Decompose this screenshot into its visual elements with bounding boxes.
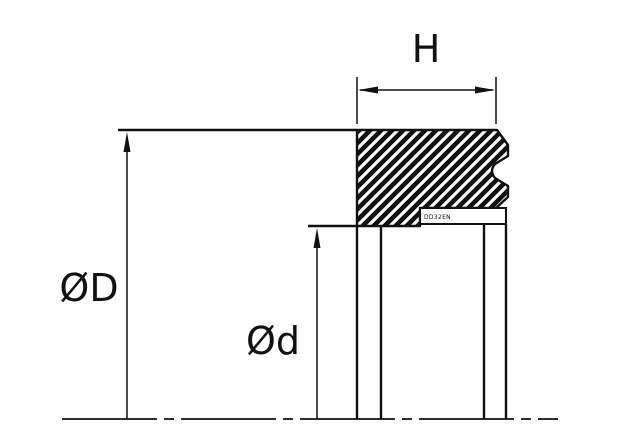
id-dim-label: Ød (246, 319, 300, 363)
backup-ring (419, 207, 507, 225)
h-dim-label: H (412, 27, 441, 71)
h-dim-arrow-left (358, 86, 378, 94)
h-dim-arrow-right (475, 86, 495, 94)
drawing-lines (62, 77, 558, 420)
od-dim-arrow-up (123, 132, 131, 152)
part-code-label: DD32EN (424, 214, 451, 221)
drawing-marks: H ØD Ød DD32EN (59, 27, 495, 363)
id-dim-arrow-up (313, 228, 321, 248)
od-dim-label: ØD (59, 266, 118, 310)
